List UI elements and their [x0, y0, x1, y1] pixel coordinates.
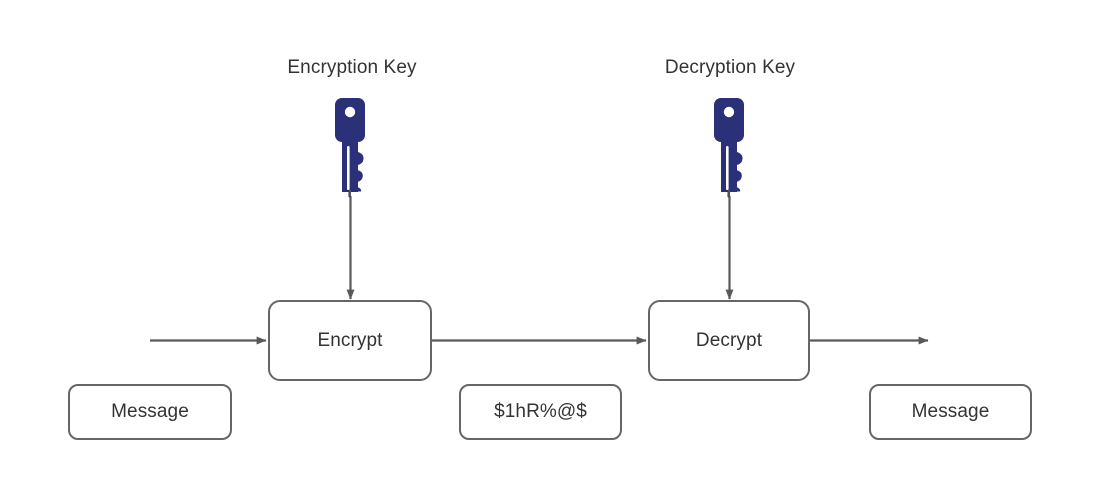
ciphertext-box[interactable]: $1hR%@$	[459, 384, 622, 440]
message-output-box[interactable]: Message	[869, 384, 1032, 440]
encryption-key-icon	[335, 98, 365, 198]
decryption-key-icon	[714, 98, 744, 198]
decrypt-process-box[interactable]: Decrypt	[648, 300, 810, 381]
message-input-box[interactable]: Message	[68, 384, 232, 440]
encrypt-process-box[interactable]: Encrypt	[268, 300, 432, 381]
encryption-key-label: Encryption Key	[287, 57, 417, 78]
message-input-label: Message	[111, 401, 189, 422]
decryption-key-label: Decryption Key	[664, 57, 796, 78]
message-output-label: Message	[911, 401, 990, 422]
decrypt-label: Decrypt	[695, 329, 763, 351]
encrypt-label: Encrypt	[317, 329, 383, 351]
ciphertext-label: $1hR%@$	[494, 401, 587, 422]
